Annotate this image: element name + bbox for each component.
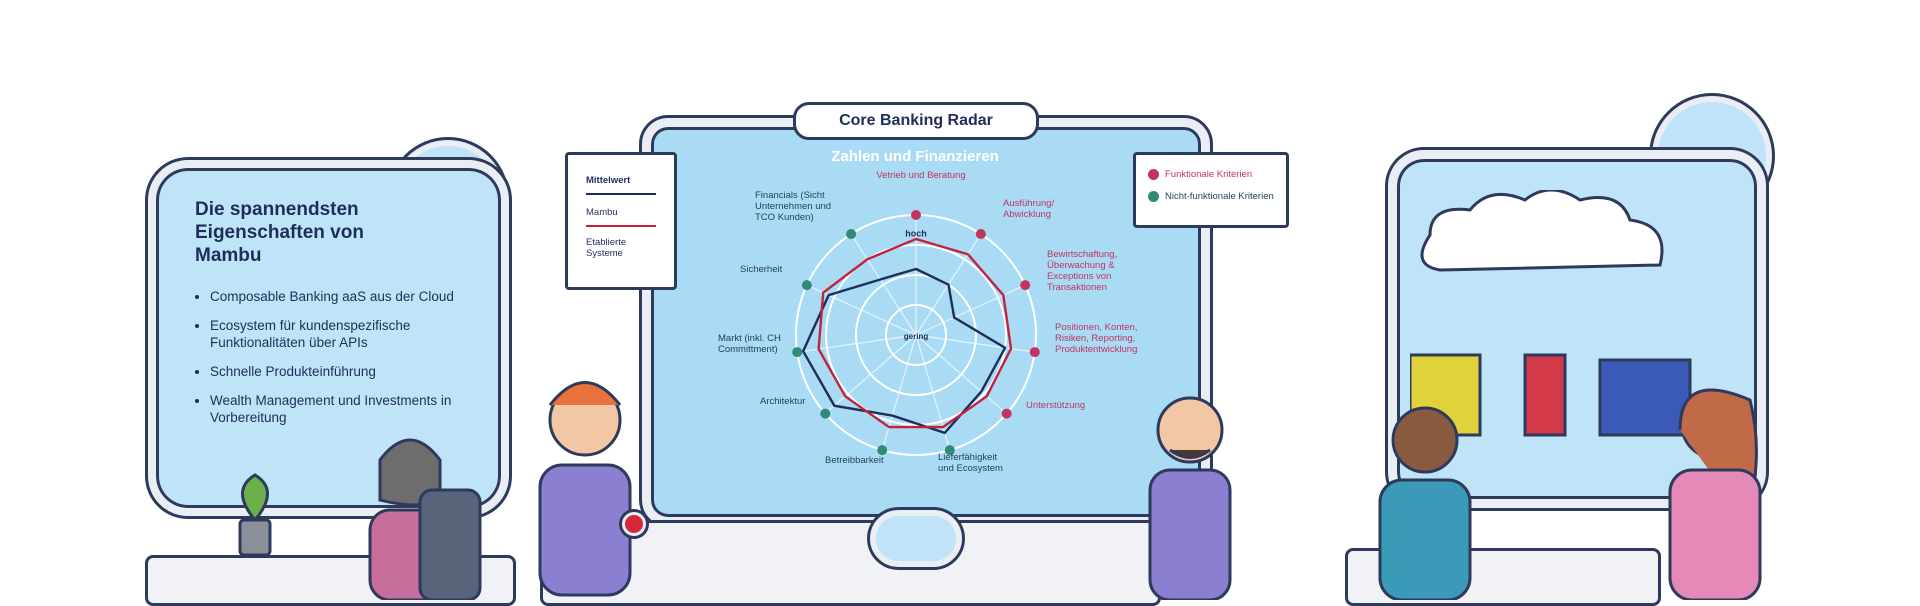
axis-dot [792, 347, 803, 358]
axis-dot [944, 445, 955, 456]
radar-spoke [915, 334, 951, 451]
legend-label-mambu: Mambu [586, 207, 618, 218]
axis-dot [1029, 347, 1040, 358]
axis-dot [820, 408, 831, 419]
legend-series: Mittelwert Mambu Etablierte Systeme [565, 152, 677, 290]
axis-label: Betreibbarkeit [825, 455, 884, 466]
axis-label: Bewirtschaftung, Überwachung & Exception… [1047, 249, 1118, 293]
radar-spoke [850, 233, 917, 336]
radar-spoke [797, 334, 917, 353]
axis-label: Sicherheit [740, 264, 783, 275]
radar-center-low: gering [904, 332, 929, 341]
axis-dot [1001, 408, 1012, 419]
feature-item: Ecosystem für kundenspezifische Funktion… [210, 317, 460, 351]
radar-title: Core Banking Radar [793, 102, 1039, 140]
axis-label: Architektur [760, 396, 806, 407]
series-mambu [801, 267, 1007, 435]
legend-functional-label: Funktionale Kriterien [1165, 169, 1253, 180]
radar-spoke [915, 284, 1026, 336]
legend-line-established [586, 225, 656, 227]
axis-label: Financials (Sicht Unternehmen und TCO Ku… [755, 190, 832, 223]
legend-nonfunctional: Nicht-funktionale Kriterien [1148, 191, 1274, 202]
functional-dot-icon [1148, 169, 1159, 180]
person-right-icon [1668, 388, 1762, 600]
cloud-icon [1420, 190, 1664, 272]
axis-label: Vetrieb und Beratung [876, 170, 966, 181]
radar-subtitle: Zahlen und Finanzieren [831, 148, 999, 165]
control-radar [870, 510, 962, 567]
axis-label: Ausführung/ Abwicklung [1003, 198, 1055, 220]
axis-label: Lieferfähigkeit und Ecosystem [938, 452, 1003, 474]
radar-spoke [915, 334, 1008, 415]
axis-dot [877, 445, 888, 456]
legend-criteria: Funktionale Kriterien Nicht-funktionale … [1133, 152, 1289, 228]
person-right-seated-icon [1378, 406, 1472, 600]
emergency-button-icon [622, 512, 646, 536]
legend-label-established: Etablierte Systeme [586, 237, 627, 259]
legend-nonfunctional-label: Nicht-funktionale Kriterien [1165, 191, 1274, 202]
radar-screen [642, 118, 1210, 526]
axis-label: Positionen, Konten, Risiken, Reporting, … [1055, 322, 1138, 355]
features-title: Die spannendsten Eigenschaften von Mambu [195, 199, 364, 266]
axis-dot [1020, 280, 1031, 291]
axis-dot [846, 229, 857, 240]
radar-spoke [824, 334, 917, 415]
legend-line-mambu [586, 193, 656, 195]
series-established [817, 237, 1013, 429]
radar-center-high: hoch [905, 229, 927, 239]
radar-spoke [806, 284, 917, 336]
axis-dot [911, 210, 921, 220]
plant-icon [238, 473, 272, 557]
axis-label: Markt (inkl. CH Committment) [718, 333, 781, 355]
feature-item: Schnelle Produkteinführung [210, 363, 460, 380]
person-left-icon [368, 438, 482, 600]
axis-dot [801, 280, 812, 291]
features-list: Composable Banking aaS aus der Cloud Eco… [196, 288, 460, 438]
axis-label: Unterstützung [1026, 400, 1086, 411]
radar-spoke [915, 334, 1035, 353]
features-screen [148, 160, 509, 516]
feature-item: Composable Banking aaS aus der Cloud [210, 288, 460, 305]
person-center-left-icon [538, 381, 632, 597]
nonfunctional-dot-icon [1148, 191, 1159, 202]
legend-header: Mittelwert [586, 175, 631, 186]
radar-chart: hoch gering [792, 210, 1040, 456]
person-center-right-icon [1148, 396, 1232, 600]
radar-spoke [881, 334, 917, 451]
legend-functional: Funktionale Kriterien [1148, 169, 1252, 180]
axis-dot [975, 229, 986, 240]
feature-item: Wealth Management und Investments in Vor… [210, 392, 460, 426]
